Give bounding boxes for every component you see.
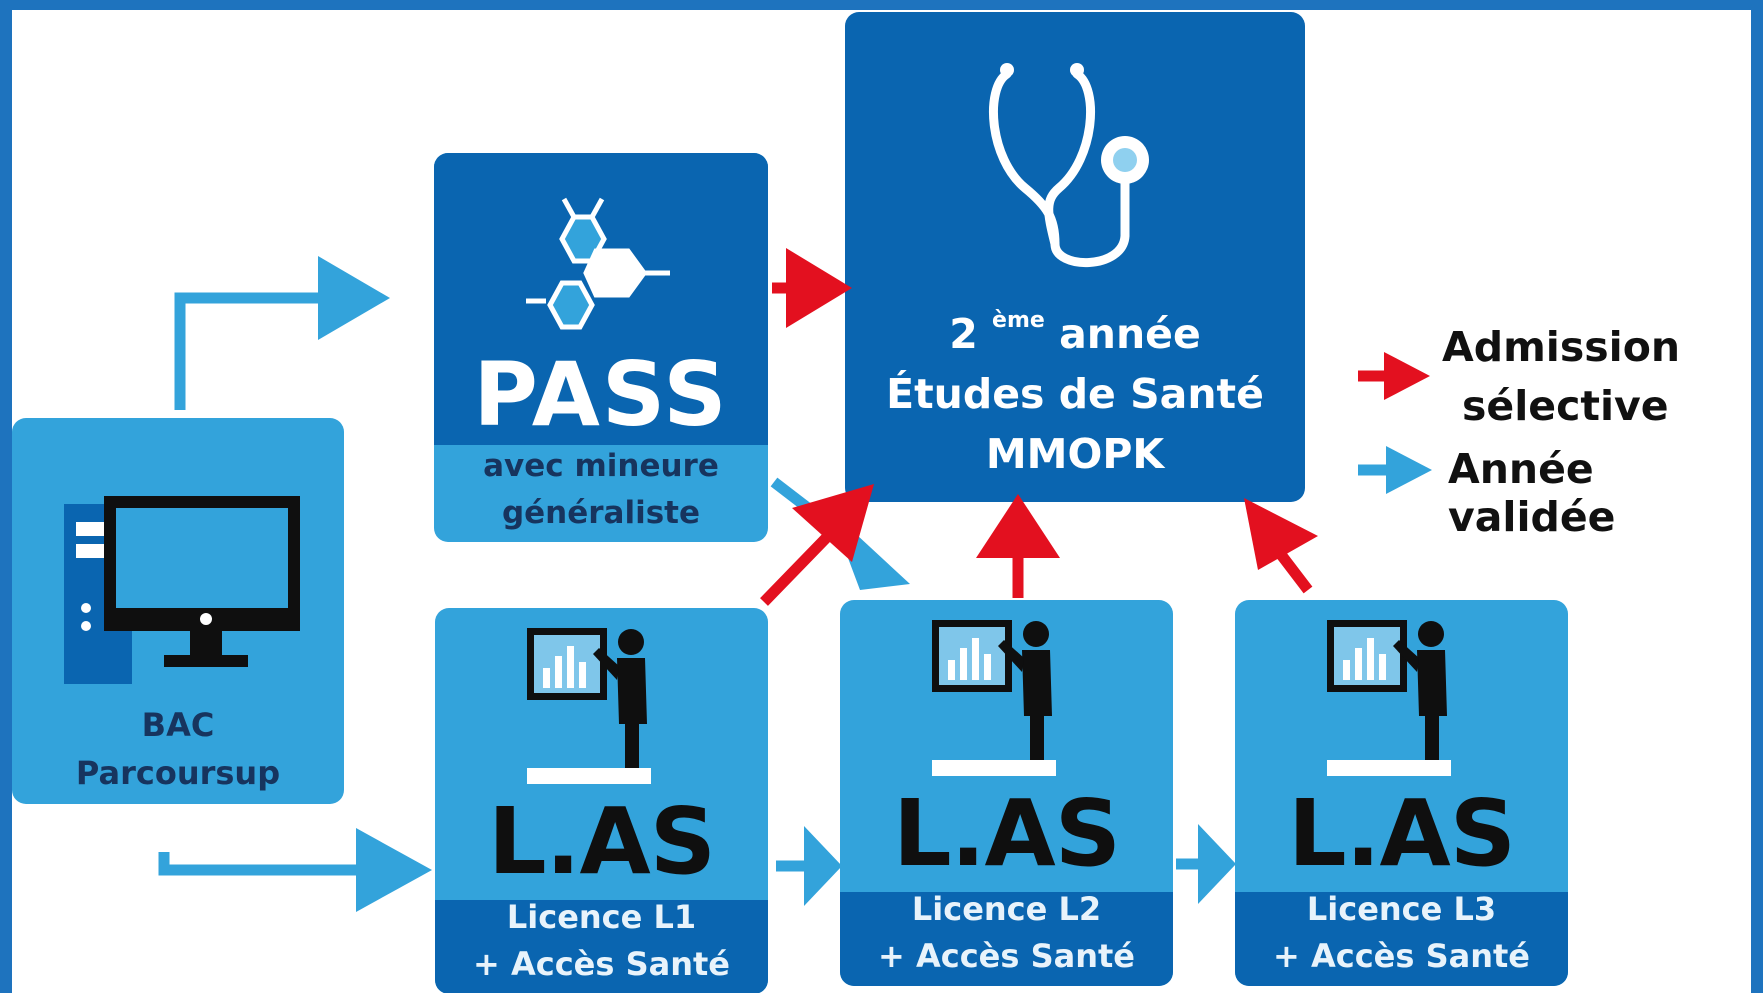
arrow-pass-to-etudes xyxy=(772,248,852,328)
computer-icon xyxy=(64,496,300,684)
year-suffix: ème xyxy=(992,308,1045,333)
arrow-las1-to-las2 xyxy=(776,826,842,906)
bac-label: BAC xyxy=(141,706,215,744)
las-l2-footer xyxy=(840,892,1173,986)
frame-right-border xyxy=(1751,0,1763,993)
arrow-las2-to-las3 xyxy=(1176,824,1236,904)
teacher-board-icon xyxy=(1327,620,1451,776)
arrow-bac-to-las1 xyxy=(158,828,432,912)
legend-validated-label: Année validée xyxy=(1448,445,1616,541)
legend-validated-arrow xyxy=(1358,446,1432,494)
pass-subtitle-line2: généraliste xyxy=(501,495,701,531)
las-l3-title: L.AS xyxy=(1287,780,1516,887)
las-l1-line1: Licence L1 xyxy=(506,898,697,936)
pass-subtitle-line1: avec mineure xyxy=(483,448,719,484)
las-l3-box: L.AS Licence L3 + Accès Santé xyxy=(1235,600,1568,986)
teacher-board-icon xyxy=(932,620,1056,776)
etudes-sante-box: 2 ème année Études de Santé MMOPK xyxy=(845,12,1305,502)
stethoscope-icon xyxy=(988,63,1149,267)
frame-left-border xyxy=(0,0,12,993)
las-l2-title: L.AS xyxy=(892,780,1121,887)
pass-title: PASS xyxy=(473,343,729,446)
pass-box: PASS avec mineure généraliste xyxy=(434,153,768,542)
arrow-las3-to-etudes xyxy=(1244,498,1318,594)
las-l2-line2: + Accès Santé xyxy=(878,937,1135,975)
las-l1-line2: + Accès Santé xyxy=(473,945,730,983)
etudes-line1: 2 ème année xyxy=(845,308,1305,358)
legend-admission-arrow xyxy=(1358,352,1430,400)
las-l1-footer xyxy=(435,900,768,993)
molecule-icon xyxy=(526,197,670,330)
las-l2-box: L.AS Licence L2 + Accès Santé xyxy=(840,600,1173,986)
las-l3-line1: Licence L3 xyxy=(1306,890,1497,928)
year-number: 2 xyxy=(949,310,978,358)
las-l1-box: L.AS Licence L1 + Accès Santé xyxy=(435,608,768,993)
frame-top-border xyxy=(0,0,1763,10)
las-l3-line2: + Accès Santé xyxy=(1273,937,1530,975)
etudes-line3: MMOPK xyxy=(985,430,1165,478)
las-l1-title: L.AS xyxy=(487,788,716,895)
arrow-las1-to-etudes xyxy=(760,484,874,606)
teacher-board-icon xyxy=(527,628,651,784)
legend-admission-label: Admission xyxy=(1442,323,1681,371)
las-l3-footer xyxy=(1235,892,1568,986)
arrow-bac-to-pass xyxy=(174,256,390,410)
arrow-las2-to-etudes xyxy=(976,494,1060,598)
legend-selective-label: sélective xyxy=(1462,382,1669,430)
etudes-line2: Études de Santé xyxy=(886,370,1264,418)
year-word: année xyxy=(1059,310,1201,358)
parcoursup-label: Parcoursup xyxy=(75,754,281,792)
bac-box: BAC Parcoursup xyxy=(12,418,344,804)
las-l2-line1: Licence L2 xyxy=(911,890,1102,928)
